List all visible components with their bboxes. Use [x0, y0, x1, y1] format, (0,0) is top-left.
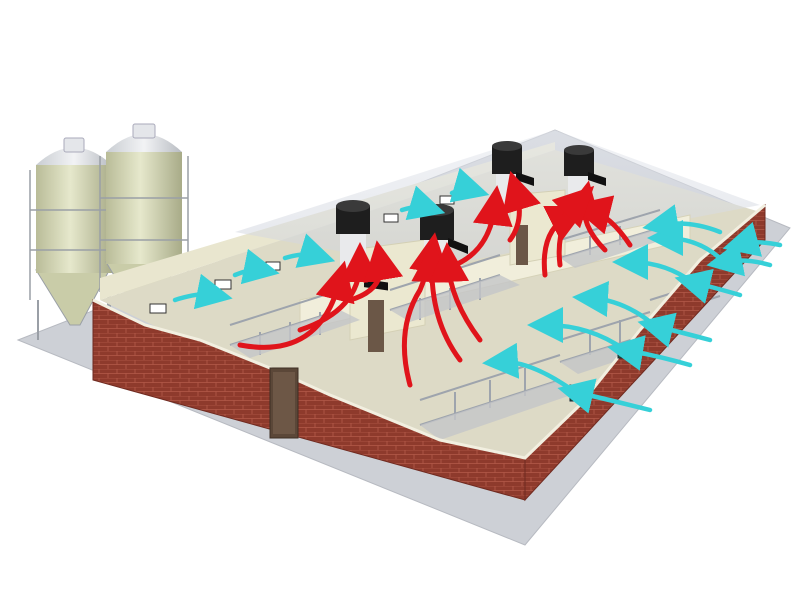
curved-cyan-arrow-icon: [232, 248, 280, 285]
curved-cyan-arrow-icon: [637, 312, 713, 348]
curved-cyan-arrow-icon: [706, 240, 773, 277]
wall-cap: [92, 203, 766, 460]
ceiling-inlet-2: [214, 279, 232, 290]
warm-air-flows: [237, 170, 633, 388]
curved-cyan-arrow-icon: [674, 268, 743, 304]
curved-red-arrow-icon: [237, 260, 355, 350]
curved-cyan-arrow-icon: [722, 221, 783, 257]
main-entry-door: [269, 367, 299, 439]
fresh-air-flows: [172, 167, 783, 414]
curved-cyan-arrow-icon: [449, 167, 490, 203]
curved-cyan-arrow-icon: [527, 307, 628, 353]
curved-cyan-arrow-icon: [399, 185, 446, 221]
ceiling-inlet-1: [149, 303, 167, 314]
curved-cyan-arrow-icon: [282, 233, 336, 268]
curved-cyan-arrow-icon: [642, 204, 723, 240]
curved-cyan-arrow-icon: [557, 378, 653, 414]
curved-cyan-arrow-icon: [572, 281, 658, 329]
curved-red-arrow-icon: [452, 185, 513, 268]
curved-red-arrow-icon: [297, 242, 380, 333]
inner-door-2: [516, 225, 528, 265]
curved-cyan-arrow-icon: [172, 273, 233, 310]
curved-cyan-arrow-icon: [607, 335, 693, 371]
ceiling-inlet-5: [439, 195, 455, 205]
curved-red-arrow-icon: [502, 170, 541, 243]
curved-cyan-arrow-icon: [612, 244, 695, 285]
curved-red-arrow-icon: [347, 240, 404, 303]
curved-cyan-arrow-icon: [482, 342, 578, 395]
inner-door-1: [368, 300, 384, 352]
ceiling-inlet-4: [383, 213, 399, 223]
curved-red-arrow-icon: [551, 185, 595, 268]
curved-red-arrow-icon: [429, 242, 483, 343]
ceiling-inlet-3: [265, 261, 281, 271]
